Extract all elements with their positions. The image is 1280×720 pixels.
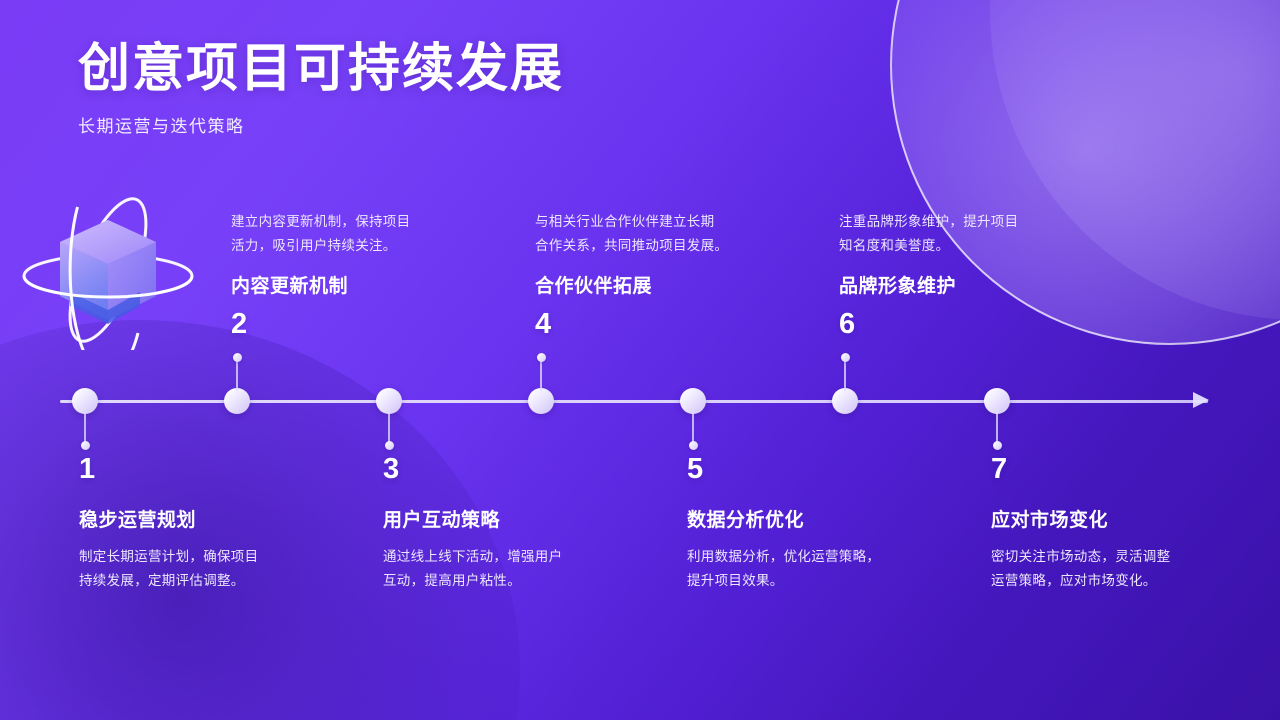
timeline-stem-5 <box>692 411 694 445</box>
slide-header: 创意项目可持续发展 长期运营与迭代策略 <box>78 40 564 137</box>
timeline-item-desc-3: 通过线上线下活动，增强用户互动，提高用户粘性。 <box>383 549 563 588</box>
page-title: 创意项目可持续发展 <box>78 40 565 98</box>
timeline-number-3: 3 <box>383 453 400 485</box>
timeline-minidot-5 <box>688 441 698 450</box>
timeline-item-3[interactable]: 用户互动策略通过线上线下活动，增强用户互动，提高用户粘性。 <box>383 505 643 592</box>
timeline-minidot-6 <box>840 353 850 362</box>
timeline-item-desc-7: 密切关注市场动态，灵活调整运营策略，应对市场变化。 <box>991 549 1171 588</box>
cube-orbit-svg <box>22 197 194 350</box>
timeline-node-2[interactable] <box>224 388 250 414</box>
timeline-node-4[interactable] <box>528 388 554 414</box>
timeline-item-7[interactable]: 应对市场变化密切关注市场动态，灵活调整运营策略，应对市场变化。 <box>991 505 1251 592</box>
timeline-number-1: 1 <box>79 453 96 485</box>
timeline-node-7[interactable] <box>984 388 1010 414</box>
timeline-number-4: 4 <box>535 308 552 340</box>
timeline-number-2: 2 <box>231 308 248 340</box>
timeline-item-desc-5: 利用数据分析，优化运营策略，提升项目效果。 <box>687 549 881 588</box>
timeline-item-desc-4: 与相关行业合作伙伴建立长期合作关系，共同推动项目发展。 <box>535 214 729 253</box>
timeline-item-2[interactable]: 建立内容更新机制，保持项目活力，吸引用户持续关注。内容更新机制 <box>231 210 491 298</box>
timeline-node-3[interactable] <box>376 388 402 414</box>
timeline-item-desc-2: 建立内容更新机制，保持项目活力，吸引用户持续关注。 <box>231 214 411 253</box>
page-subtitle: 长期运营与迭代策略 <box>78 117 245 137</box>
timeline-item-title-3: 用户互动策略 <box>383 510 501 531</box>
timeline-item-1[interactable]: 稳步运营规划制定长期运营计划，确保项目持续发展，定期评估调整。 <box>79 505 339 592</box>
timeline-number-7: 7 <box>991 453 1008 485</box>
timeline-arrow-icon <box>1193 392 1209 408</box>
timeline-number-5: 5 <box>687 453 704 485</box>
timeline-minidot-1 <box>80 441 90 450</box>
timeline-item-title-7: 应对市场变化 <box>991 510 1109 531</box>
timeline-minidot-2 <box>232 353 242 362</box>
timeline-item-desc-6: 注重品牌形象维护，提升项目知名度和美誉度。 <box>839 214 1019 253</box>
timeline-node-1[interactable] <box>72 388 98 414</box>
timeline-item-title-5: 数据分析优化 <box>687 510 805 531</box>
timeline-item-4[interactable]: 与相关行业合作伙伴建立长期合作关系，共同推动项目发展。合作伙伴拓展 <box>535 210 795 298</box>
timeline-minidot-3 <box>384 441 394 450</box>
timeline-item-title-2: 内容更新机制 <box>231 276 349 298</box>
timeline-number-6: 6 <box>839 308 856 340</box>
cube-orbit-icon <box>22 192 194 350</box>
timeline-item-title-1: 稳步运营规划 <box>79 510 197 531</box>
timeline-node-5[interactable] <box>680 388 706 414</box>
timeline-stem-1 <box>84 411 86 445</box>
timeline-item-title-4: 合作伙伴拓展 <box>535 276 653 298</box>
timeline-node-6[interactable] <box>832 388 858 414</box>
timeline-axis <box>60 400 1208 403</box>
timeline-stem-6 <box>844 357 846 391</box>
timeline-minidot-4 <box>536 353 546 362</box>
timeline-item-5[interactable]: 数据分析优化利用数据分析，优化运营策略，提升项目效果。 <box>687 505 947 592</box>
timeline-stem-2 <box>236 357 238 391</box>
timeline-minidot-7 <box>992 441 1002 450</box>
timeline-stem-4 <box>540 357 542 391</box>
timeline-stem-3 <box>388 411 390 445</box>
timeline-item-6[interactable]: 注重品牌形象维护，提升项目知名度和美誉度。品牌形象维护 <box>839 210 1099 298</box>
timeline-stem-7 <box>996 411 998 445</box>
timeline-item-title-6: 品牌形象维护 <box>839 276 957 298</box>
timeline-item-desc-1: 制定长期运营计划，确保项目持续发展，定期评估调整。 <box>79 549 259 588</box>
